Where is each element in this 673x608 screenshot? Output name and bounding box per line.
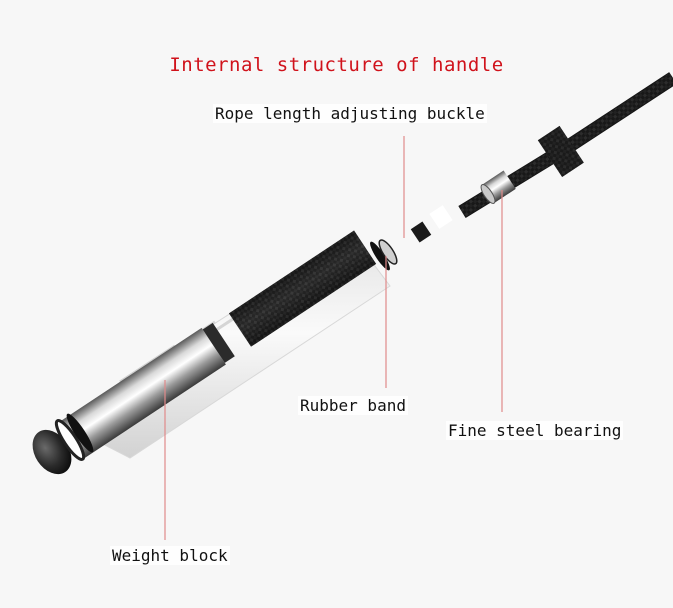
label-rubber: Rubber band xyxy=(298,396,408,415)
weight-block-part xyxy=(59,322,235,459)
label-buckle: Rope length adjusting buckle xyxy=(213,104,487,123)
carbon-tube xyxy=(228,230,377,347)
bearing-part xyxy=(480,170,516,204)
diagram-title: Internal structure of handle xyxy=(169,54,504,76)
rubber-band-part xyxy=(370,239,398,271)
leader-lines xyxy=(164,136,503,540)
end-cap xyxy=(32,413,94,475)
label-bearing: Fine steel bearing xyxy=(446,421,624,440)
label-weight: Weight block xyxy=(110,546,230,565)
rope-clamp xyxy=(537,125,584,177)
buckle-part xyxy=(410,205,453,243)
